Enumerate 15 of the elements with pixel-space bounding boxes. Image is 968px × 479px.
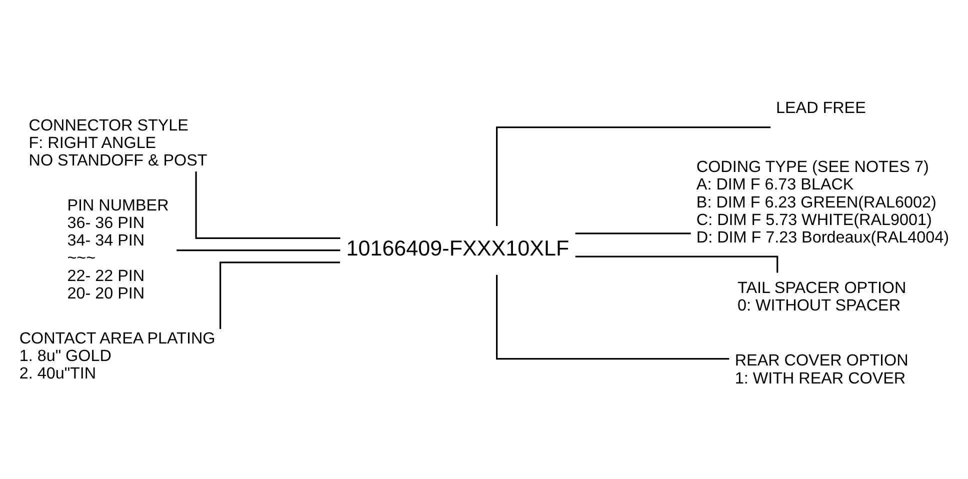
connector (176, 249, 340, 252)
node-text: CONNECTOR STYLE F: RIGHT ANGLE NO STANDOFF & POST (28, 116, 208, 170)
connector (575, 256, 778, 273)
node-text: PIN NUMBER 36- 36 PIN 34- 34 PIN ~~~ 22- 22 PIN 20- 20 PIN (67, 196, 169, 302)
connector (575, 232, 691, 234)
connector (496, 274, 730, 360)
node-text: TAIL SPACER OPTION 0: WITHOUT SPACER (738, 278, 906, 314)
node-text: LEAD FREE (776, 98, 866, 117)
node-text: CONTACT AREA PLATING 1. 8u" GOLD 2. 40u"TIN (19, 329, 216, 383)
connector (195, 172, 340, 239)
connector (220, 262, 340, 330)
node-text: CODING TYPE (SEE NOTES 7) A: DIM F 6.73 BLACK B: DIM F 6.23 GREEN(RAL6002) C: DIM F 5.73 WHITE(RAL9001) D: DIM F 7.23 Bordeaux(RAL4004) (696, 158, 950, 246)
node-text: REAR COVER OPTION 1: WITH REAR COVER (734, 352, 908, 388)
node-text: 10166409-FXXX10XLF (346, 235, 570, 260)
connector (496, 126, 771, 226)
